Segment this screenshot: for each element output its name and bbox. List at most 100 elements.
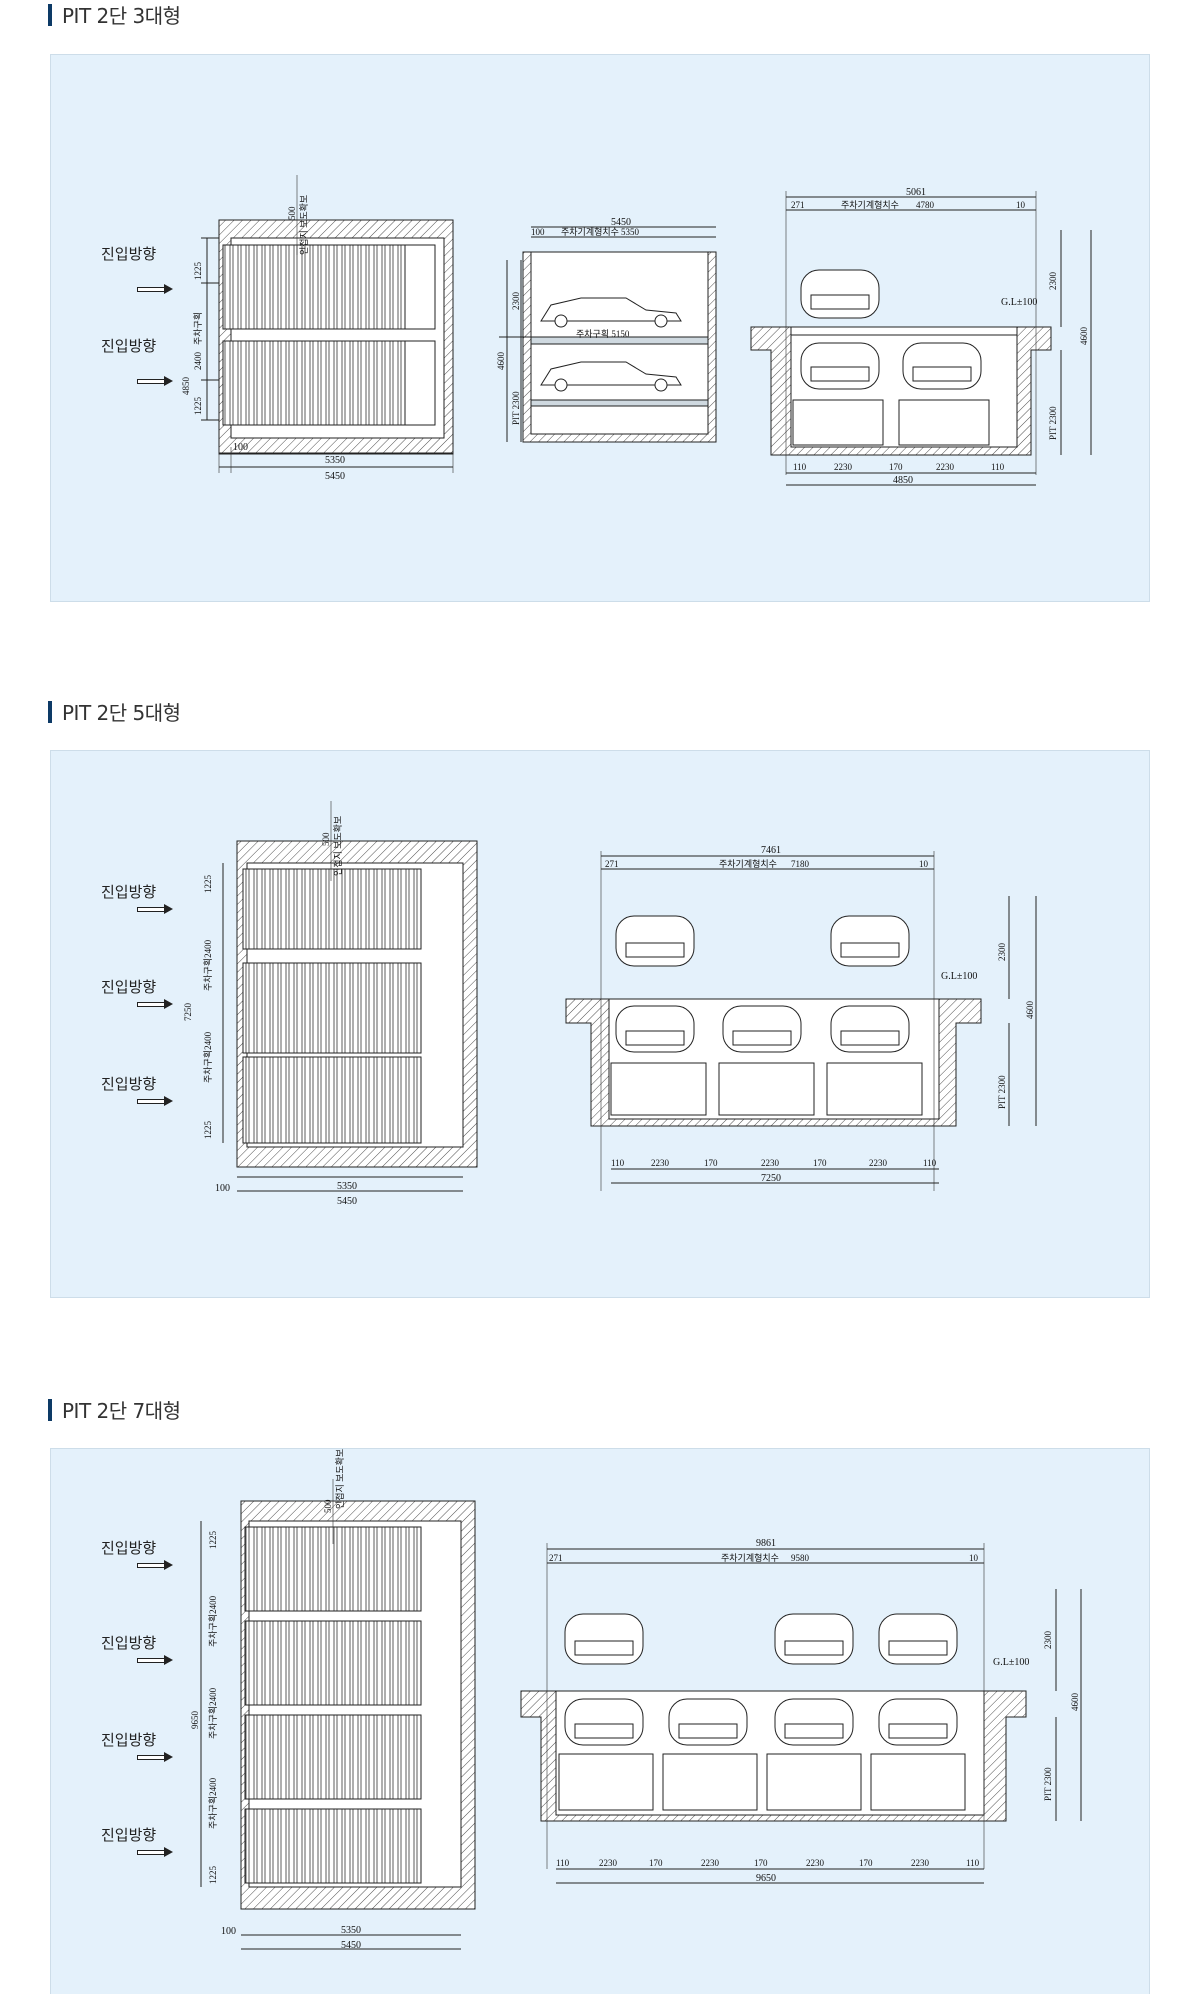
front-total-dim: 4600: [1025, 1001, 1035, 1020]
plan-view: 100 5350 5450 1225 주차구획2400 주차구획2400 122…: [183, 801, 478, 1207]
plan-note-text: 인접지 보도확보: [332, 816, 343, 876]
plan-note-text: 인접지 보도확보: [298, 195, 309, 255]
side-bay-note: 주차구획 5150: [576, 328, 630, 339]
entry-direction-label: 진입방향: [101, 1634, 157, 1652]
diagram-panel-7car: 진입방향 진입방향 진입방향 진입방향 100 5350 5450 1225 주…: [50, 1448, 1150, 1994]
front-bottom-dim: 2230: [651, 1158, 670, 1168]
front-right-offset: 10: [969, 1553, 979, 1563]
front-upper-dim: 2300: [1043, 1631, 1053, 1650]
front-left-offset: 271: [549, 1553, 563, 1563]
plan-inner-width-dim: 5350: [337, 1181, 357, 1192]
title-accent-bar: [48, 1398, 52, 1421]
plan-row-dim: 1225: [208, 1531, 218, 1550]
side-view: 5450 100 주차기계형치수 5350 4600 2300 PIT 2300…: [496, 217, 717, 443]
section-title: PIT 2단 3대형: [62, 4, 181, 28]
side-upper-height: 2300: [511, 292, 521, 311]
front-total-dim: 4600: [1070, 1693, 1080, 1712]
drawing-7car: 100 5350 5450 1225 주차구획2400 주차구획2400 주차구…: [190, 1449, 1082, 1951]
plan-offset-dim: 100: [221, 1926, 236, 1937]
front-bottom-dim: 2230: [911, 1858, 930, 1868]
front-right-offset: 10: [919, 859, 929, 869]
front-inner-value: 9580: [791, 1553, 810, 1563]
front-bottom-total: 4850: [893, 475, 913, 486]
plan-row-dim: 주차구획2400: [202, 939, 213, 991]
plan-depth-dim: 9650: [190, 1711, 200, 1730]
section-header-7car: PIT 2단 7대형: [48, 1395, 181, 1424]
plan-row-dim: 주차구획2400: [202, 1031, 213, 1083]
front-bottom-dim: 110: [991, 462, 1005, 472]
section-header-5car: PIT 2단 5대형: [48, 697, 181, 726]
plan-outer-width-dim: 5450: [325, 471, 345, 482]
entry-direction-label: 진입방향: [101, 337, 157, 355]
front-overall-dim: 9861: [756, 1538, 776, 1549]
plan-depth-dim: 4850: [181, 377, 191, 396]
front-bottom-dim: 2230: [806, 1858, 825, 1868]
plan-row-dim: 2400: [193, 352, 203, 371]
front-bottom-total: 9650: [756, 1873, 776, 1884]
plan-note-value: 500: [287, 206, 297, 220]
plan-inner-width-dim: 5350: [341, 1925, 361, 1936]
car-front-icon: [615, 1005, 695, 1053]
front-bottom-dim: 170: [859, 1858, 873, 1868]
plan-note-value: 500: [323, 1499, 333, 1513]
front-overall-dim: 5061: [906, 187, 926, 198]
front-bottom-total: 7250: [761, 1173, 781, 1184]
plan-outer-width-dim: 5450: [337, 1196, 357, 1207]
front-bottom-dim: 110: [966, 1858, 980, 1868]
plan-inner-width-dim: 5350: [325, 455, 345, 466]
plan-row-dim: 주차구획2400: [207, 1595, 218, 1647]
car-front-icon: [774, 1698, 854, 1746]
car-front-icon: [800, 269, 880, 319]
side-offset-dim: 100: [531, 227, 545, 237]
front-inner-label: 주차기계형치수: [721, 1552, 779, 1563]
plan-offset-dim: 100: [233, 442, 248, 453]
front-total-dim: 4600: [1079, 327, 1089, 346]
plan-note-value: 500: [321, 832, 331, 846]
front-bottom-dim: 2230: [869, 1158, 888, 1168]
front-bottom-dim: 2230: [834, 462, 853, 472]
section-header-3car: PIT 2단 3대형: [48, 0, 181, 29]
car-front-icon: [564, 1613, 644, 1665]
car-front-icon: [800, 342, 880, 390]
side-total-height: 4600: [496, 352, 506, 371]
front-bottom-dim: 2230: [936, 462, 955, 472]
front-view: 9861 271 주차기계형치수 9580 10 G.L±100 2300 46…: [520, 1538, 1082, 1884]
car-side-icon: [540, 297, 682, 328]
front-view: 5061 271 주차기계형치수 4780 10 G.L±100 2300 46…: [750, 187, 1092, 486]
front-bottom-dim: 2230: [599, 1858, 618, 1868]
car-front-icon: [564, 1698, 644, 1746]
entry-arrow-icon: [137, 1847, 173, 1857]
front-inner-value: 7180: [791, 859, 810, 869]
plan-note-text: 인접지 보도확보: [334, 1449, 345, 1509]
title-accent-bar: [48, 700, 52, 723]
drawing-5car: 100 5350 5450 1225 주차구획2400 주차구획2400 122…: [183, 801, 1037, 1207]
entry-direction-label: 진입방향: [101, 1826, 157, 1844]
entry-arrow-icon: [137, 284, 173, 294]
car-front-icon: [878, 1698, 958, 1746]
entry-arrow-icon: [137, 1096, 173, 1106]
front-upper-dim: 2300: [997, 943, 1007, 962]
car-front-icon: [615, 915, 695, 967]
front-bottom-dim: 110: [923, 1158, 937, 1168]
plan-row-dim: 1225: [208, 1866, 218, 1885]
entry-direction-label: 진입방향: [101, 1075, 157, 1093]
front-bottom-dim: 2230: [761, 1158, 780, 1168]
front-bottom-dim: 170: [813, 1158, 827, 1168]
front-overall-dim: 7461: [761, 845, 781, 856]
front-gl-dim: G.L±100: [941, 971, 977, 982]
front-inner-label: 주차기계형치수: [719, 858, 777, 869]
front-gl-dim: G.L±100: [1001, 297, 1037, 308]
side-inner-value: 5350: [621, 227, 640, 237]
diagram-panel-5car: 진입방향 진입방향 진입방향 100 5350 5450 1225 주차구획24…: [50, 750, 1150, 1298]
front-upper-dim: 2300: [1048, 272, 1058, 291]
entry-direction-label: 진입방향: [101, 1731, 157, 1749]
front-bottom-dim: 170: [649, 1858, 663, 1868]
plan-row-dim: 주차구획2400: [207, 1777, 218, 1829]
car-side-icon: [540, 361, 682, 392]
front-bottom-dim: 170: [889, 462, 903, 472]
front-gl-dim: G.L±100: [993, 1657, 1029, 1668]
front-pit-dim: PIT 2300: [1048, 406, 1058, 440]
entry-arrow-icon: [137, 1752, 173, 1762]
front-bottom-dim: 110: [793, 462, 807, 472]
car-front-icon: [902, 342, 982, 390]
